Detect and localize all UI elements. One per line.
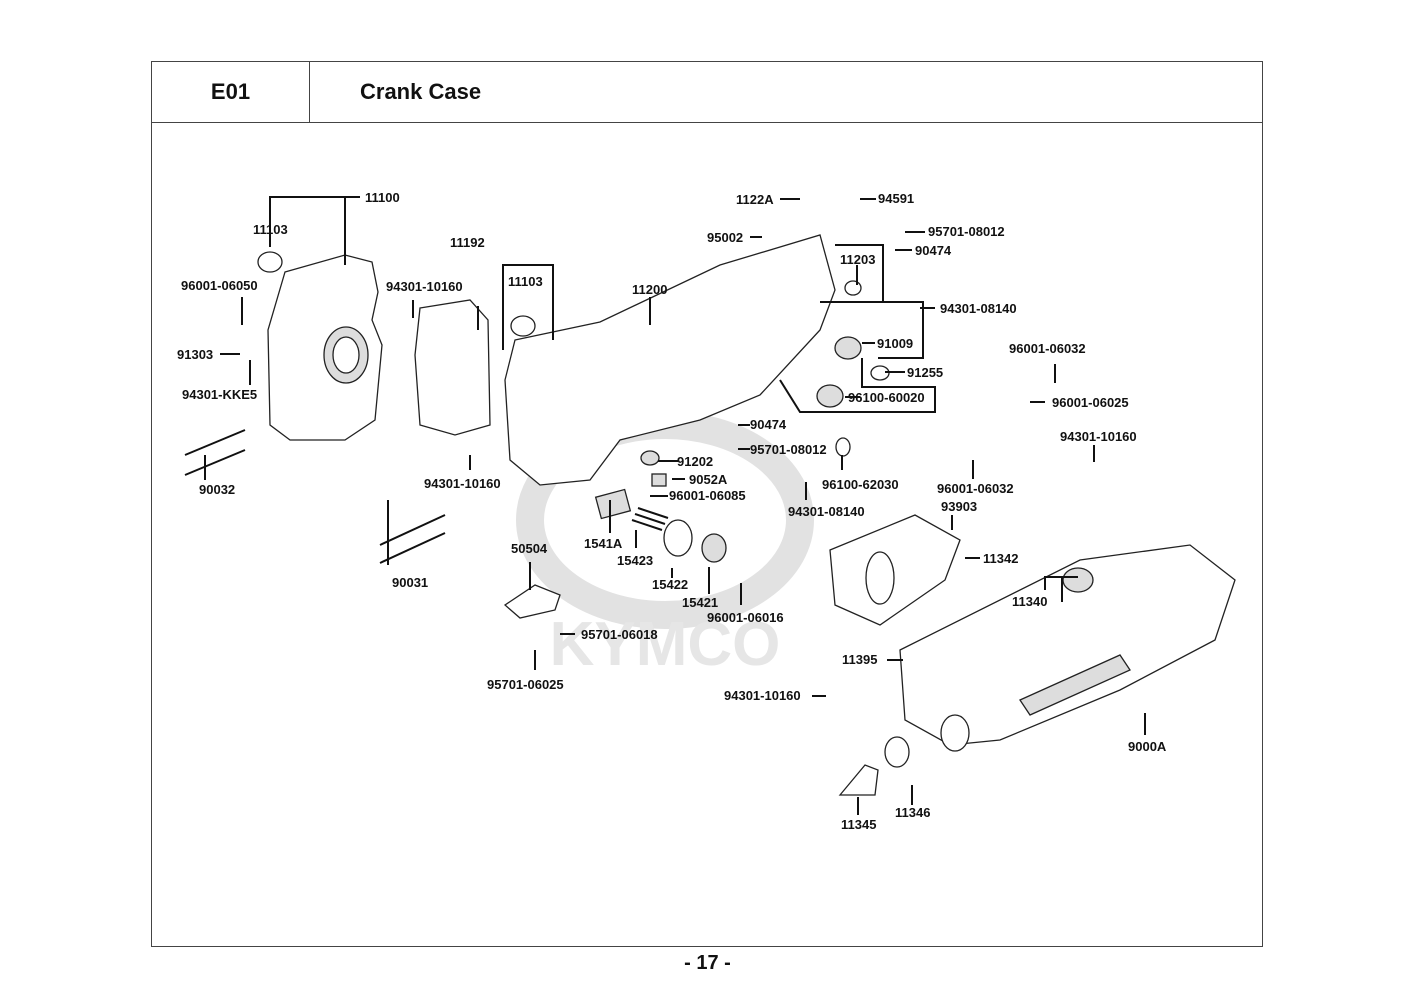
part-labels: 11100 11103 96001-06050 91303 94301-KKE5… — [177, 190, 1167, 832]
part-label[interactable]: 90474 — [750, 417, 787, 432]
part-label[interactable]: 11346 — [895, 805, 930, 820]
part-label[interactable]: 11200 — [632, 282, 667, 297]
part-label[interactable]: 11395 — [842, 652, 877, 667]
diagram-frame — [151, 61, 1263, 947]
part-label[interactable]: 91202 — [677, 454, 713, 469]
part-label[interactable]: 1541A — [584, 536, 623, 551]
cover-gasket-11342 — [829, 514, 961, 626]
part-label[interactable]: 91303 — [177, 347, 213, 362]
part-label[interactable]: 94301-08140 — [788, 504, 865, 519]
left-crankcase-half — [257, 251, 383, 441]
part-label[interactable]: 94301-KKE5 — [182, 387, 257, 402]
part-label[interactable]: 50504 — [511, 541, 548, 556]
page-number: - 17 - — [684, 952, 731, 974]
part-label[interactable]: 11192 — [450, 235, 485, 250]
part-label[interactable]: 95701-06025 — [487, 677, 564, 692]
part-label[interactable]: 11103 — [508, 274, 543, 289]
oil-filter-assembly — [594, 450, 727, 563]
part-label[interactable]: 93903 — [941, 499, 977, 514]
part-label[interactable]: 91009 — [877, 336, 913, 351]
part-label[interactable]: 95701-08012 — [928, 224, 1005, 239]
part-label[interactable]: 11100 — [365, 190, 400, 205]
part-label[interactable]: 11340 — [1012, 594, 1047, 609]
part-label[interactable]: 96100-62030 — [822, 477, 899, 492]
part-label[interactable]: 90031 — [392, 575, 428, 590]
part-label[interactable]: 94301-10160 — [386, 279, 463, 294]
part-label[interactable]: 9052A — [689, 472, 728, 487]
section-title: Crank Case — [360, 79, 482, 104]
intake-cap-11345 — [838, 764, 879, 796]
part-label[interactable]: 15421 — [682, 595, 718, 610]
part-label[interactable]: 90474 — [915, 243, 952, 258]
clamp-11346 — [884, 736, 910, 768]
part-label[interactable]: 96001-06050 — [181, 278, 258, 293]
part-label[interactable]: 94301-10160 — [424, 476, 501, 491]
part-label[interactable]: 90032 — [199, 482, 235, 497]
part-label[interactable]: 94591 — [878, 191, 914, 206]
leader-lines — [204, 196, 1146, 815]
gasket-11192 — [414, 299, 491, 436]
part-label[interactable]: 96001-06085 — [669, 488, 746, 503]
part-label[interactable]: 96001-06016 — [707, 610, 784, 625]
part-label[interactable]: 94301-10160 — [724, 688, 801, 703]
part-label[interactable]: 11203 — [840, 252, 875, 267]
part-label[interactable]: 91255 — [907, 365, 943, 380]
right-crankcase — [504, 234, 890, 486]
part-label[interactable]: 95701-06018 — [581, 627, 658, 642]
cover-window — [865, 551, 895, 605]
part-label[interactable]: 96001-06025 — [1052, 395, 1129, 410]
part-label[interactable]: 11345 — [841, 817, 876, 832]
part-label[interactable]: 96001-06032 — [1009, 341, 1086, 356]
part-label[interactable]: 11342 — [983, 551, 1018, 566]
stud-bolts-90032 — [184, 429, 246, 476]
part-label[interactable]: 11103 — [253, 222, 288, 237]
part-label[interactable]: 96100-60020 — [848, 390, 925, 405]
part-label[interactable]: 15422 — [652, 577, 688, 592]
part-label[interactable]: 1122A — [736, 192, 774, 207]
part-label[interactable]: 96001-06032 — [937, 481, 1014, 496]
part-label[interactable]: 94301-08140 — [940, 301, 1017, 316]
stud-bolts-90031 — [379, 514, 446, 564]
transmission-cover — [899, 544, 1236, 752]
part-label[interactable]: 95002 — [707, 230, 743, 245]
watermark-text: KYMCO — [550, 610, 781, 679]
part-label[interactable]: 9000A — [1128, 739, 1167, 754]
part-label[interactable]: 95701-08012 — [750, 442, 827, 457]
part-label[interactable]: 94301-10160 — [1060, 429, 1137, 444]
part-label[interactable]: 15423 — [617, 553, 653, 568]
header-divider — [151, 122, 1263, 123]
